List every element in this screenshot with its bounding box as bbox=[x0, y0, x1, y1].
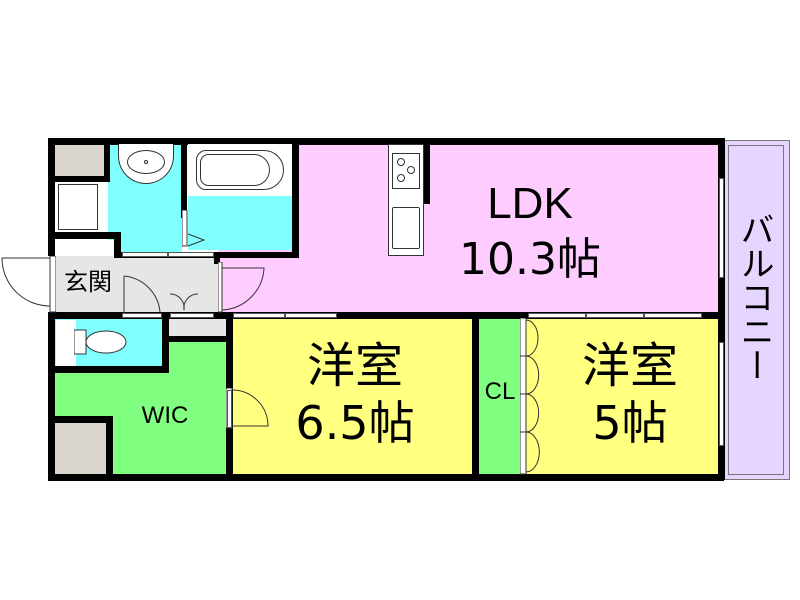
western1-size: 6.5帖 bbox=[295, 396, 415, 450]
wall-toilet-right bbox=[162, 312, 169, 372]
sliding-door-western2-a bbox=[528, 313, 586, 318]
wall-western1-right bbox=[472, 312, 479, 480]
wall-washroom-step bbox=[114, 232, 121, 258]
entrance-label: 玄関 bbox=[64, 268, 112, 296]
bath-door-icon bbox=[182, 210, 206, 247]
room-ldk bbox=[218, 144, 720, 314]
washer-space bbox=[58, 184, 98, 230]
sliding-door-western1-a bbox=[233, 313, 285, 318]
storage-top-left bbox=[54, 144, 104, 176]
sliding-door-western1-b bbox=[285, 313, 337, 318]
toilet-bowl-icon bbox=[74, 329, 127, 355]
sliding-door-toilet bbox=[122, 313, 162, 318]
wall-kitchen-partition bbox=[423, 144, 430, 204]
wall-storage-tl-bottom bbox=[48, 176, 110, 182]
entrance-door-icon bbox=[1, 256, 56, 313]
wall-right bbox=[718, 138, 725, 480]
western1-label: 洋室 bbox=[306, 338, 403, 394]
wall-left-upper bbox=[48, 138, 55, 256]
ldk-size: 10.3帖 bbox=[459, 234, 601, 285]
room-western-1 bbox=[232, 318, 474, 476]
ldk-label: LDK bbox=[487, 179, 573, 228]
wall-entrance-right bbox=[214, 252, 220, 264]
room-entrance bbox=[54, 256, 218, 316]
room-western-2 bbox=[526, 318, 720, 476]
sliding-door-western2-c bbox=[644, 313, 702, 318]
wall-left-lower bbox=[48, 312, 55, 480]
stove-icon bbox=[392, 153, 420, 189]
room-closet bbox=[478, 318, 522, 476]
western2-size: 5帖 bbox=[592, 396, 668, 450]
wall-toilet-bottom bbox=[48, 366, 169, 373]
wall-storage-bl-top bbox=[48, 416, 112, 423]
closet-label: CL bbox=[484, 378, 516, 405]
closet-folding-doors-icon bbox=[520, 318, 540, 475]
sliding-door-hall-lower bbox=[170, 313, 214, 318]
toilet-icon bbox=[56, 320, 76, 366]
wall-top bbox=[48, 138, 724, 145]
shoe-box bbox=[54, 240, 118, 256]
bathtub-icon bbox=[188, 144, 292, 196]
wall-washroom-bottom bbox=[48, 232, 120, 239]
washbasin-icon bbox=[118, 144, 174, 184]
wic-door bbox=[227, 390, 232, 428]
sliding-door-western2-b bbox=[586, 313, 644, 318]
balcony-label: バルコニー bbox=[734, 212, 774, 382]
hall-door-icon bbox=[123, 275, 199, 314]
wall-storage-bl-right bbox=[106, 416, 113, 480]
wall-bath-right bbox=[292, 138, 299, 256]
wall-bottom bbox=[48, 474, 724, 481]
balcony-inner-line bbox=[728, 145, 784, 475]
window-ldk-balcony bbox=[719, 178, 724, 278]
wall-ldk-bottom bbox=[218, 312, 724, 319]
kitchen-counter bbox=[388, 144, 424, 256]
wall-hall-lower-bottom bbox=[162, 336, 232, 342]
ldk-door-icon bbox=[218, 262, 265, 313]
wic-label: WIC bbox=[141, 402, 189, 429]
wall-storage-tl-right bbox=[104, 138, 110, 182]
window-western2-balcony bbox=[719, 342, 724, 446]
sliding-door-hall-2 bbox=[168, 252, 214, 257]
western2-label: 洋室 bbox=[581, 338, 678, 394]
kitchen-sink-icon bbox=[392, 207, 420, 249]
sliding-door-hall-1 bbox=[122, 252, 168, 257]
wall-wash-bath bbox=[181, 138, 187, 218]
room-hall-lower bbox=[168, 316, 228, 338]
room-balcony bbox=[724, 140, 790, 480]
storage-bottom-left bbox=[54, 422, 106, 476]
